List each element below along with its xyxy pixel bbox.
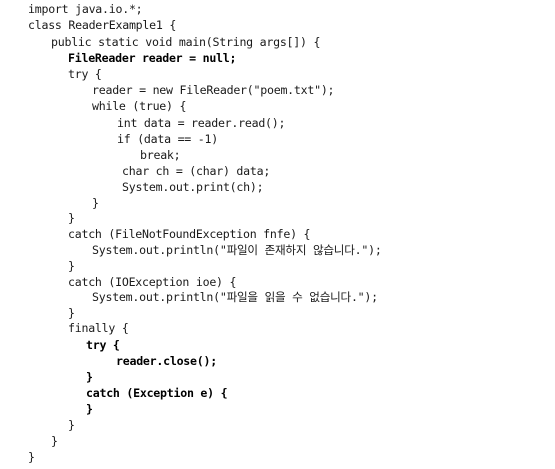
code-line-21: finally { — [68, 321, 129, 335]
code-line-24: } — [86, 370, 93, 384]
code-line-22: try { — [86, 338, 120, 352]
code-line-6: reader = new FileReader("poem.txt"); — [92, 83, 335, 97]
code-line-11: char ch = (char) data; — [122, 164, 271, 178]
code-line-4: FileReader reader = null; — [68, 51, 237, 65]
code-line-7: while (true) { — [92, 99, 187, 113]
code-line-14: } — [68, 211, 75, 225]
code-line-12: System.out.print(ch); — [122, 180, 264, 194]
code-line-23: reader.close(); — [116, 354, 217, 368]
code-line-3: public static void main(String args[]) { — [51, 35, 321, 49]
code-line-27: } — [68, 418, 75, 432]
code-line-16: System.out.println("파일이 존재하지 않습니다."); — [92, 243, 382, 257]
code-line-5: try { — [68, 67, 102, 81]
code-line-19: System.out.println("파일을 읽을 수 없습니다."); — [92, 290, 378, 304]
code-line-8: int data = reader.read(); — [117, 116, 286, 130]
code-line-25: catch (Exception e) { — [86, 386, 228, 400]
code-line-9: if (data == -1) — [117, 132, 218, 146]
code-line-28: } — [51, 434, 58, 448]
code-line-20: } — [68, 306, 75, 320]
code-line-2: class ReaderExample1 { — [28, 18, 177, 32]
code-line-18: catch (IOException ioe) { — [68, 275, 237, 289]
code-line-29: } — [28, 450, 35, 464]
code-line-10: break; — [140, 148, 181, 162]
code-line-13: } — [92, 196, 99, 210]
code-line-15: catch (FileNotFoundException fnfe) { — [68, 227, 311, 241]
code-line-17: } — [68, 259, 75, 273]
code-line-1: import java.io.*; — [28, 2, 143, 16]
code-line-26: } — [86, 402, 93, 416]
